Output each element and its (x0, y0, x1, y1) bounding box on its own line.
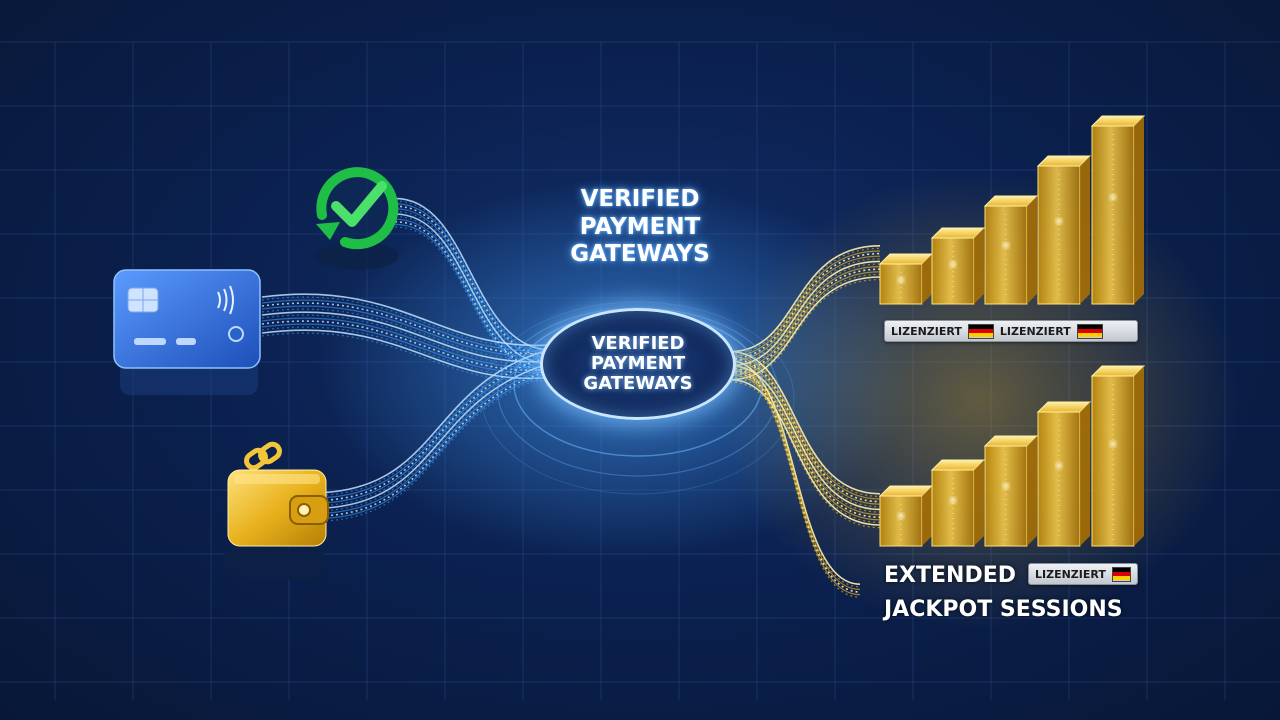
credit-card-icon (113, 269, 261, 395)
title-line-2: PAYMENT (579, 213, 701, 240)
bottom-label-line-1: EXTENDED (884, 563, 1016, 588)
license-badge-top: LIZENZIERT LIZENZIERT (884, 320, 1138, 342)
gold-bar (930, 459, 986, 547)
license-text: LIZENZIERT (999, 324, 1071, 338)
gold-bar (878, 485, 934, 547)
german-flag-icon (967, 323, 994, 339)
gold-bar (878, 253, 934, 305)
license-text: LIZENZIERT (1035, 567, 1106, 581)
hub-line-3: GATEWAYS (583, 373, 693, 395)
gold-bar (983, 195, 1039, 305)
hub-label: VERIFIED PAYMENT GATEWAYS (583, 332, 693, 395)
gold-data-streams (729, 245, 881, 598)
wallet-link-icon (224, 441, 329, 580)
extended-jackpot-label: EXTENDED JACKPOT SESSIONS (884, 561, 1123, 624)
check-shield-icon (315, 167, 399, 270)
page-title: VERIFIED PAYMENT GATEWAYS (520, 186, 760, 269)
hub-line-2: PAYMENT (590, 352, 686, 374)
hub-line-1: VERIFIED (591, 332, 685, 354)
license-text: LIZENZIERT (891, 324, 962, 338)
gold-bar (1036, 155, 1092, 305)
gold-bar (1090, 365, 1146, 547)
title-line-1: VERIFIED (580, 186, 700, 212)
gold-bar (1090, 115, 1146, 305)
german-flag-icon (1111, 566, 1131, 582)
license-badge-bottom: LIZENZIERT (1028, 563, 1138, 585)
gold-bar (1036, 401, 1092, 547)
payment-gateway-hub: VERIFIED PAYMENT GATEWAYS (540, 308, 736, 420)
german-flag-icon (1076, 323, 1103, 339)
gold-bar-chart-top (878, 115, 1146, 305)
bottom-label-line-2: JACKPOT SESSIONS (884, 596, 1123, 622)
title-line-3: GATEWAYS (570, 241, 710, 268)
gold-bar-chart-bottom (878, 365, 1146, 547)
gold-bar (930, 227, 986, 305)
gold-bar (983, 435, 1039, 547)
